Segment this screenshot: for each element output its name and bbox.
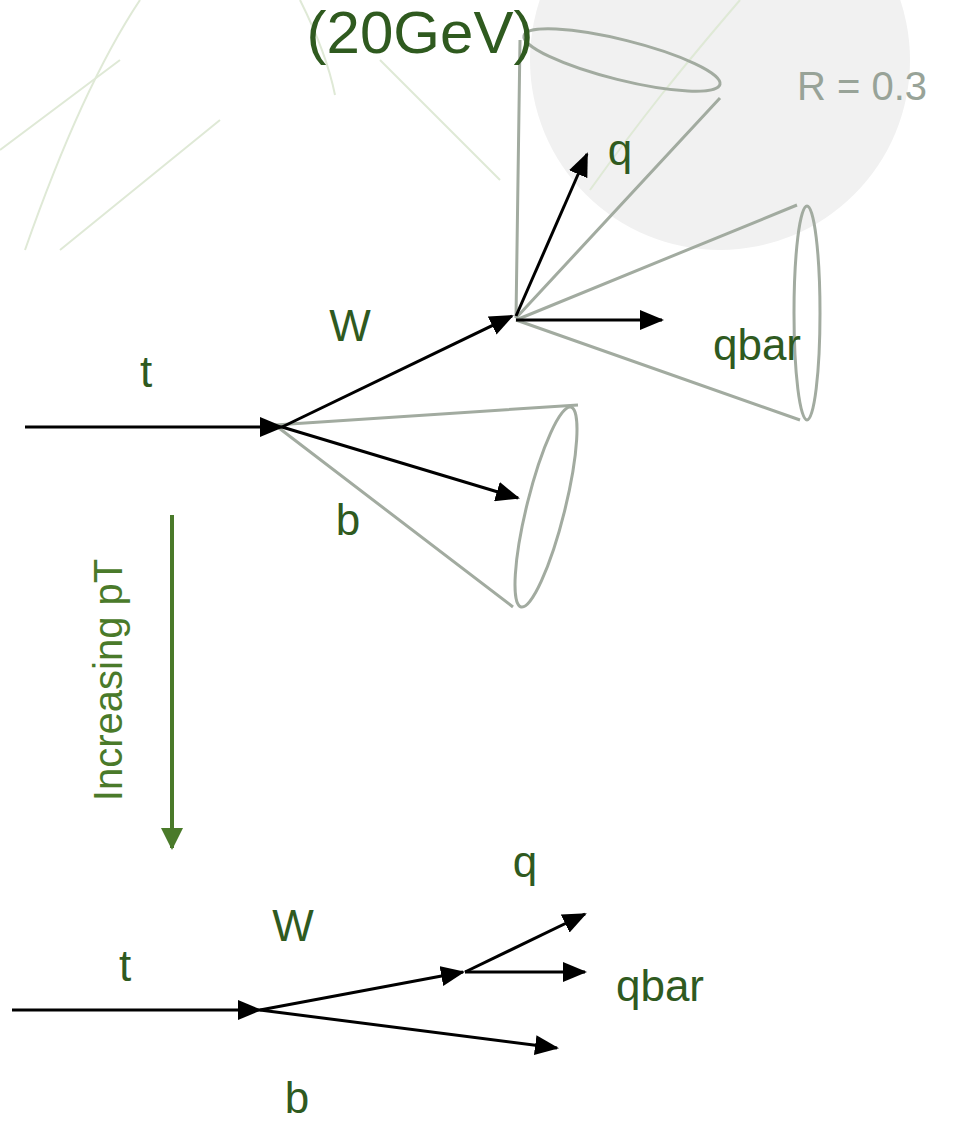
increasing-arrow	[170, 515, 174, 848]
particle-label: q	[608, 128, 632, 172]
axis-label: Increasing pT	[88, 559, 128, 801]
particle-label: W	[272, 904, 314, 948]
particle-label: q	[513, 840, 537, 884]
particle-label: qbar	[713, 323, 801, 367]
particle-arrow	[25, 154, 662, 498]
energy-note: (20GeV)	[307, 3, 534, 63]
particle-label: b	[285, 1076, 309, 1120]
particle-label: t	[140, 350, 152, 394]
particle-label: W	[329, 304, 371, 348]
particle-label: qbar	[616, 964, 704, 1008]
jet-cone	[275, 16, 820, 611]
background-decoration	[0, 0, 910, 250]
particle-label: b	[336, 498, 360, 542]
cone-radius: R = 0.3	[797, 66, 927, 106]
particle-label: t	[119, 944, 131, 988]
